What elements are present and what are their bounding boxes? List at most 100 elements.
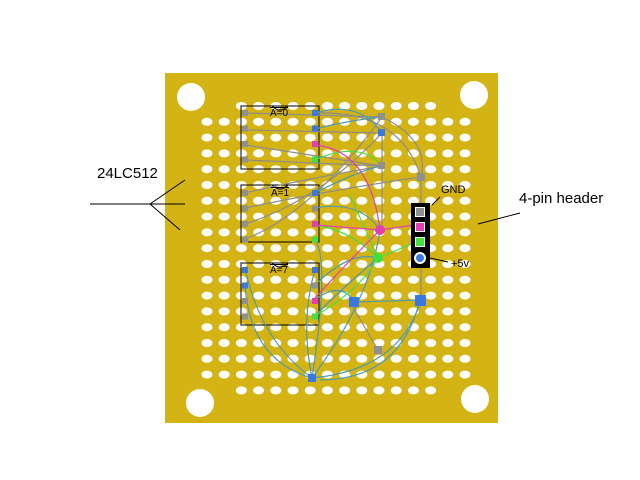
pad-hole <box>270 323 282 332</box>
header-label: 4-pin header <box>519 190 604 207</box>
pad-hole <box>373 339 385 347</box>
chip-pin <box>312 267 318 273</box>
pad-hole <box>287 291 299 300</box>
pad-hole <box>390 307 402 316</box>
pad-hole <box>253 133 265 142</box>
pad-hole <box>201 165 213 174</box>
pad-hole <box>270 244 282 253</box>
mounting-hole-top-right <box>460 81 488 109</box>
pad-hole <box>304 133 316 142</box>
pad-hole <box>356 386 368 395</box>
pad-hole <box>287 244 299 253</box>
pad-hole <box>407 386 419 395</box>
pad-hole <box>390 323 402 332</box>
pad-hole <box>425 181 437 189</box>
vcc-label: +5v <box>451 258 470 270</box>
pad-hole <box>321 228 333 237</box>
pad-hole <box>304 196 316 205</box>
pad-hole <box>304 386 316 395</box>
chip-pin <box>242 221 248 227</box>
pad-hole <box>407 275 419 284</box>
pad-hole <box>339 339 351 347</box>
chip-pin <box>242 313 248 320</box>
pad-hole <box>287 370 299 379</box>
pad-hole <box>287 117 299 126</box>
pad-hole <box>321 149 333 158</box>
pad-hole <box>201 149 213 158</box>
pad-hole <box>390 275 402 284</box>
pad-hole <box>459 354 471 363</box>
chip-pin <box>242 205 248 212</box>
pad-hole <box>459 244 471 253</box>
chip-pins <box>242 110 318 320</box>
pad-hole <box>425 196 437 205</box>
chip-pin <box>312 190 318 196</box>
pad-hole <box>304 339 316 347</box>
pad-hole <box>270 228 282 237</box>
pad-hole <box>425 165 437 174</box>
pad-hole <box>253 244 265 253</box>
pad-hole <box>218 275 230 284</box>
chip-pin <box>312 221 318 227</box>
chip-pin <box>312 313 318 320</box>
pad-hole <box>218 133 230 142</box>
pad-hole <box>339 260 351 268</box>
pad-hole <box>356 102 368 110</box>
pad-hole <box>459 165 471 174</box>
pad-hole <box>218 291 230 300</box>
chip-type-label: 24LC512 <box>97 165 158 182</box>
pad-hole <box>356 339 368 347</box>
pad-hole <box>321 323 333 332</box>
pad-hole <box>304 212 316 221</box>
pad-hole <box>407 181 419 189</box>
pad-hole <box>321 386 333 395</box>
junctions <box>308 113 426 382</box>
pad-hole <box>287 275 299 284</box>
pad-hole <box>390 354 402 363</box>
pad-hole <box>407 133 419 142</box>
pad-hole <box>253 275 265 284</box>
pad-hole <box>390 212 402 221</box>
pad-hole <box>390 228 402 237</box>
pad-hole <box>407 117 419 126</box>
pad-hole <box>270 386 282 395</box>
pad-hole <box>339 196 351 205</box>
pad-hole <box>356 291 368 300</box>
pad-hole <box>339 228 351 237</box>
pad-hole <box>253 354 265 363</box>
pad-hole <box>407 354 419 363</box>
pad-hole <box>287 133 299 142</box>
mounting-hole-top-left <box>177 83 205 111</box>
pad-hole <box>235 386 247 395</box>
pad-hole <box>218 354 230 363</box>
pad-hole <box>425 133 437 142</box>
pad-hole <box>218 307 230 316</box>
pad-hole <box>459 260 471 268</box>
pad-hole <box>459 196 471 205</box>
chip-pin <box>242 190 248 196</box>
pad-hole <box>201 307 213 316</box>
pad-hole <box>304 149 316 158</box>
pad-hole <box>442 149 454 158</box>
pad-hole <box>373 370 385 379</box>
pad-hole <box>356 260 368 268</box>
pad-hole <box>201 339 213 347</box>
chip-pin <box>312 125 318 132</box>
pad-hole <box>287 228 299 237</box>
pad-hole <box>321 339 333 347</box>
pad-hole <box>218 165 230 174</box>
pad-hole <box>373 275 385 284</box>
pad-hole <box>459 275 471 284</box>
pad-hole <box>390 291 402 300</box>
pad-hole <box>459 323 471 332</box>
pad-hole <box>201 291 213 300</box>
pad-hole <box>218 370 230 379</box>
pad-hole <box>270 291 282 300</box>
chip-address-label: A=7 <box>270 265 289 276</box>
pad-hole <box>425 117 437 126</box>
chip-pin <box>242 141 248 147</box>
pad-hole <box>390 196 402 205</box>
pad-hole <box>459 339 471 347</box>
chip-pin <box>312 110 318 116</box>
pad-hole <box>218 323 230 332</box>
